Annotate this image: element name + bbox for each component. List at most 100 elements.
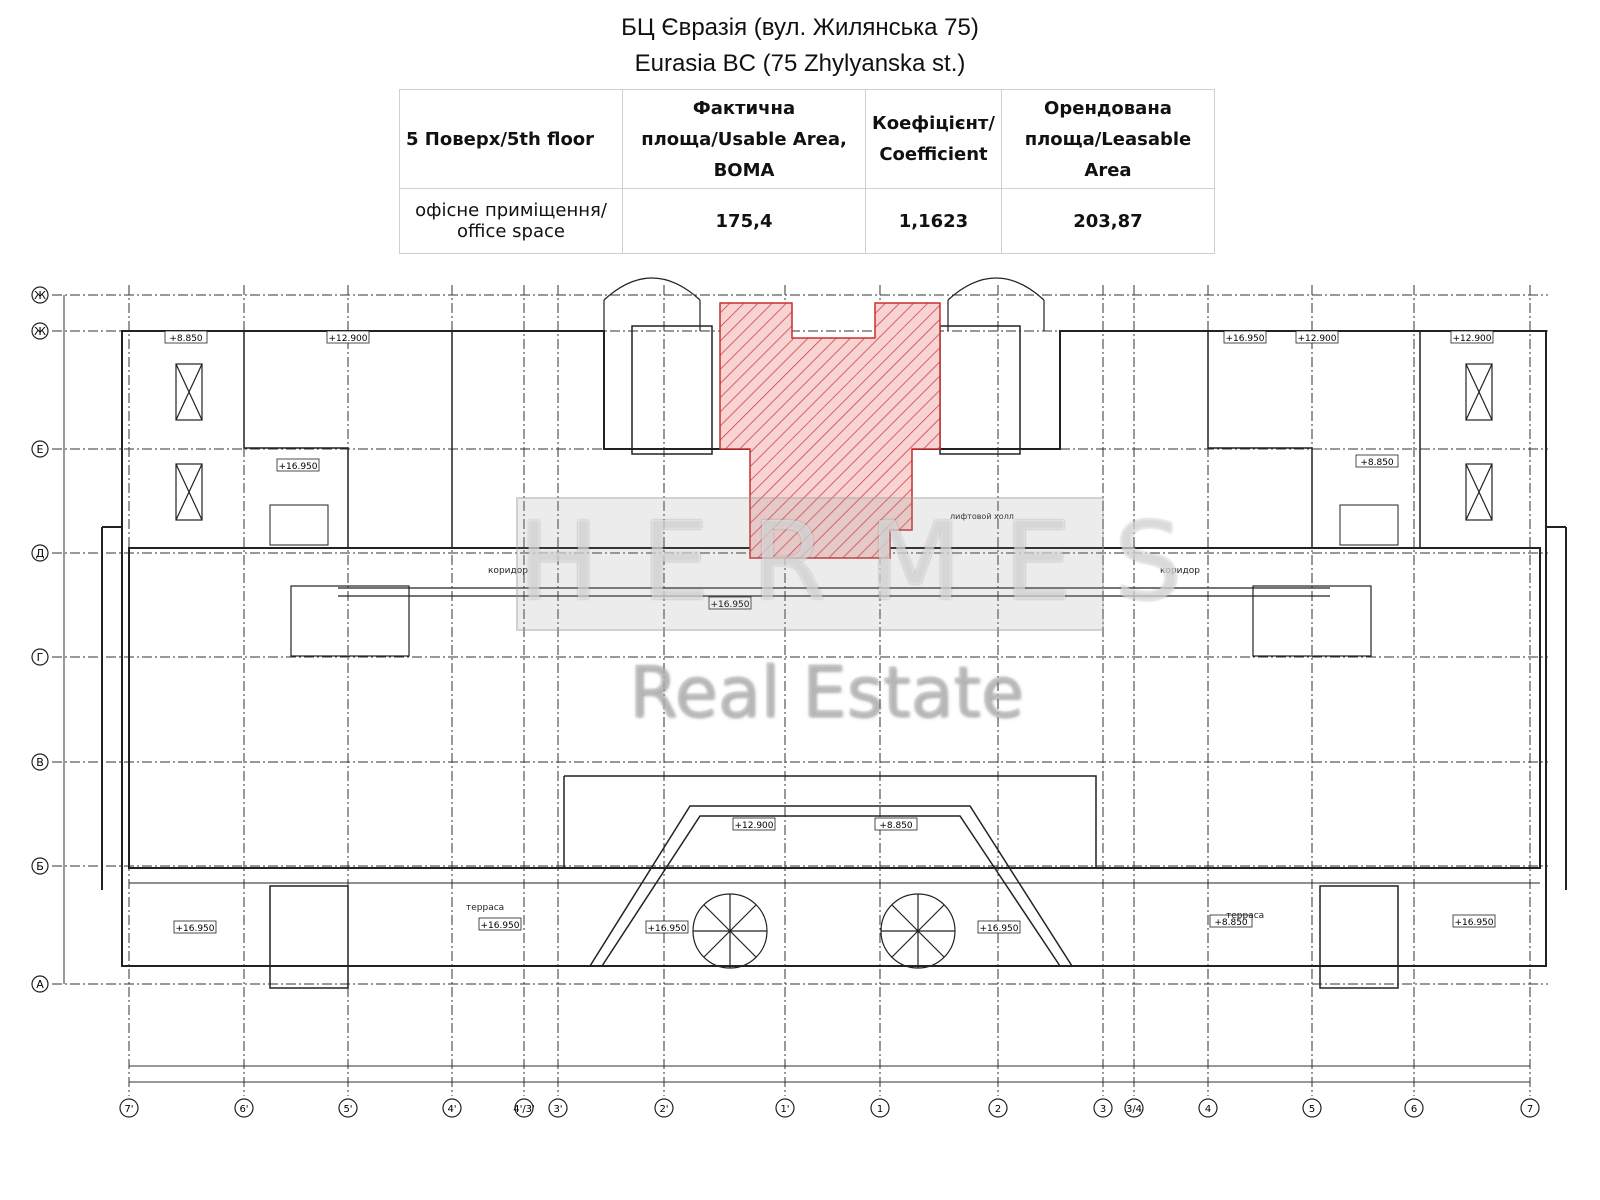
level-tag-box [1355,454,1399,468]
axis-col-label: 4 [1205,1104,1211,1115]
level-tag: +16.950 [1454,918,1493,928]
level-tag-box [874,817,918,831]
level-tag-box [1450,330,1494,344]
axis-col-label: 3' [553,1104,562,1115]
axis-col-label: 4' [447,1104,456,1115]
axis-bubble-col [1124,1098,1144,1118]
level-tag: +12.900 [1297,334,1336,344]
axis-col-label: 2' [659,1104,668,1115]
terrace-right-label: терраса [1226,911,1264,921]
axis-bubble-col [1093,1098,1113,1118]
leasable-area-header: Орендована площа/Leasable Area [1000,89,1216,189]
axis-row-label: А [36,978,44,991]
axis-bubble-col [234,1098,254,1118]
level-tag-box [276,458,320,472]
axis-row-label: Д [36,547,45,560]
level-tag-box [1223,330,1267,344]
skylights [175,363,1493,521]
level-tag: +8.850 [1214,918,1248,928]
area-table: 5 Поверх/5th floor Фактична площа/Usable… [399,89,1216,254]
axis-col-label: 1 [877,1104,883,1115]
axis-col-label: 5' [343,1104,352,1115]
level-tag-box [1209,914,1253,928]
axis-bubble-row [31,857,49,875]
title-english: Eurasia BC (75 Zhylyanska st.) [634,50,966,77]
axis-row-label: Ж [34,289,46,302]
level-tag-box [708,596,752,610]
axis-col-label: 2 [995,1104,1001,1115]
level-tag: +16.950 [175,924,214,934]
axis-bubble-col [338,1098,358,1118]
axis-row-label: Б [36,860,44,873]
axis-bubble-col [1404,1098,1424,1118]
lift-hall-label: лифтовой холл [950,512,1014,521]
axis-row-label: Ж [34,325,46,338]
corridor-left-label: коридор [488,566,528,576]
axis-row-label: Г [37,651,44,664]
level-tag: +16.950 [979,924,1018,934]
axis-col-label: 7 [1527,1104,1533,1115]
terrace-left-label: терраса [466,903,504,913]
axis-bubble-col [119,1098,139,1118]
axis-col-label: 3 [1100,1104,1106,1115]
usable-area-value: 175,4 [622,188,866,254]
level-tag-box [732,817,776,831]
axis-col-label: 6' [239,1104,248,1115]
level-tags: +8.850 +12.900 +16.950 +16.950 +12.900 +8.850… [164,330,1496,934]
level-tag-box [164,330,208,344]
level-tag-box [173,920,217,934]
coefficient-header: Коефіцієнт/ Coefficient [865,89,1002,189]
level-tag-box [478,917,522,931]
axis-bubble-row [31,753,49,771]
axis-bubble-row [31,440,49,458]
watermark-text: Real Estate [628,651,1024,733]
axis-bubble-row [31,286,49,304]
building-walls [101,277,1567,989]
level-tag: +16.950 [647,924,686,934]
usable-area-header: Фактична площа/Usable Area, BOMA [622,89,866,189]
level-tag-box [1295,330,1339,344]
level-tag-box [977,920,1021,934]
floor-header: 5 Поверх/5th floor [399,89,623,189]
axis-bubble-col [1302,1098,1322,1118]
level-tag-box [326,330,370,344]
level-tag: +8.850 [879,821,913,831]
axis-bubble-col [870,1098,890,1118]
corridor-right-label: коридор [1160,566,1200,576]
axis-row-label: В [36,756,44,769]
axis-bubble-col [1520,1098,1540,1118]
axis-col-label: 4'/3' [513,1104,535,1115]
leasable-area-value: 203,87 [1000,188,1216,254]
level-tag: +8.850 [169,334,203,344]
level-tag: +16.950 [710,600,749,610]
axis-bubble-col [988,1098,1008,1118]
axis-col-label: 5 [1309,1104,1315,1115]
axis-bubble-row [31,322,49,340]
level-tag: +16.950 [278,462,317,472]
axis-col-label: 1' [780,1104,789,1115]
axis-col-label: 7' [124,1104,133,1115]
spiral-stairs [692,893,956,969]
level-tag: +16.950 [480,921,519,931]
axis-bubble-row [31,544,49,562]
level-tag: +8.850 [1360,458,1394,468]
axis-bubble-col [654,1098,674,1118]
level-tag: +12.900 [734,821,773,831]
level-tag-box [1452,914,1496,928]
area-table-header-row: 5 Поверх/5th floor Фактична площа/Usable… [399,89,1216,189]
axis-bubble-row [31,648,49,666]
axis-row-label: Е [37,443,44,456]
title-ukrainian: БЦ Євразія (вул. Жилянська 75) [621,14,979,41]
level-tag: +16.950 [1225,334,1264,344]
coefficient-value: 1,1623 [865,188,1002,254]
level-tag: +12.900 [1452,334,1491,344]
axis-col-label: 6 [1411,1104,1417,1115]
highlighted-office-space [719,302,941,559]
axis-col-label: 3/4 [1126,1104,1142,1115]
axis-bubble-col [775,1098,795,1118]
axis-bubble-col [1198,1098,1218,1118]
area-table-row: офісне приміщення/ office space 175,4 1,… [399,188,1216,254]
level-tag-box [645,920,689,934]
axis-bubble-row [31,975,49,993]
